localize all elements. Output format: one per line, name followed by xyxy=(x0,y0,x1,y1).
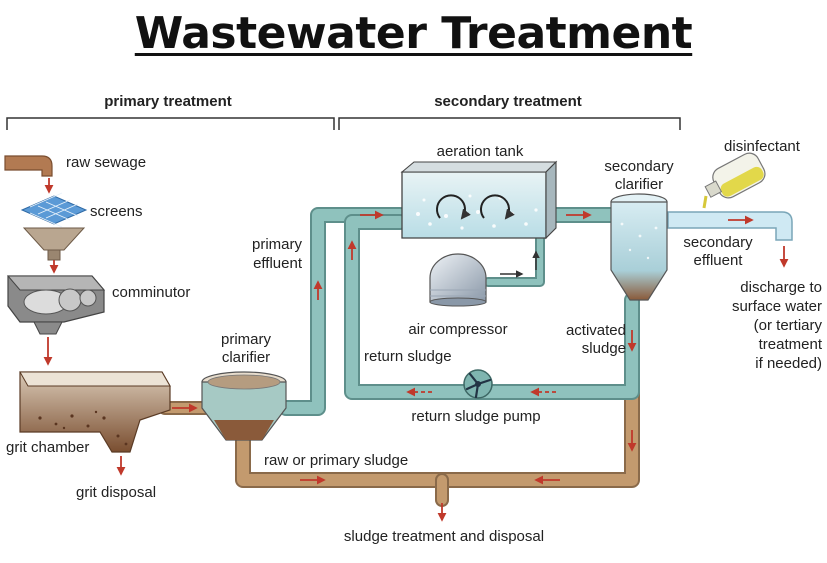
label-return-sludge: return sludge xyxy=(364,348,452,365)
label-primary-clarifier-line2: clarifier xyxy=(222,349,270,366)
label-discharge-line3: (or tertiary xyxy=(754,317,823,334)
aeration-tank-unit xyxy=(400,160,558,240)
label-primary-clarifier-line1: primary xyxy=(221,331,272,348)
label-aeration-tank: aeration tank xyxy=(437,143,524,160)
primary-treatment-header: primary treatment xyxy=(104,93,232,110)
label-grit-chamber: grit chamber xyxy=(6,439,89,456)
label-discharge-line5: if needed) xyxy=(755,355,822,372)
primary-clarifier-unit xyxy=(201,371,287,441)
screens-unit xyxy=(20,192,88,261)
label-raw-sewage: raw sewage xyxy=(66,154,146,171)
pipe-flow-arrows xyxy=(300,210,789,522)
label-discharge-line1: discharge to xyxy=(740,279,822,296)
label-secondary-effluent-line2: effluent xyxy=(694,252,744,269)
primary-treatment-bracket xyxy=(6,117,335,130)
label-air-compressor: air compressor xyxy=(408,321,507,338)
label-return-sludge-pump: return sludge pump xyxy=(411,408,540,425)
label-sludge-treatment: sludge treatment and disposal xyxy=(344,528,544,545)
return-sludge-pump-unit xyxy=(463,369,493,399)
diagram-title: Wastewater Treatment xyxy=(134,8,693,59)
grit-chamber-unit xyxy=(19,371,171,453)
label-discharge-line4: treatment xyxy=(759,336,823,353)
label-discharge-line2: surface water xyxy=(732,298,822,315)
label-secondary-effluent-line1: secondary xyxy=(683,234,753,251)
label-activated-sludge-line2: sludge xyxy=(582,340,626,357)
label-grit-disposal: grit disposal xyxy=(76,484,156,501)
raw-sewage-inlet xyxy=(4,155,53,177)
label-primary-effluent-line1: primary xyxy=(252,236,303,253)
label-activated-sludge-line1: activated xyxy=(566,322,626,339)
label-secondary-clarifier-line1: secondary xyxy=(604,158,674,175)
label-primary-effluent-line2: effluent xyxy=(253,255,303,272)
secondary-clarifier-unit xyxy=(610,193,668,301)
secondary-treatment-header: secondary treatment xyxy=(434,93,582,110)
label-comminutor: comminutor xyxy=(112,284,190,301)
label-screens: screens xyxy=(90,203,143,220)
comminutor-unit xyxy=(6,275,106,335)
air-compressor-unit xyxy=(429,253,487,307)
secondary-treatment-bracket xyxy=(338,117,681,130)
disinfectant-bottle xyxy=(702,152,766,209)
label-disinfectant: disinfectant xyxy=(724,138,801,155)
effluent-outflow-pipe xyxy=(667,211,793,241)
label-secondary-clarifier-line2: clarifier xyxy=(615,176,663,193)
label-raw-primary-sludge: raw or primary sludge xyxy=(264,452,408,469)
